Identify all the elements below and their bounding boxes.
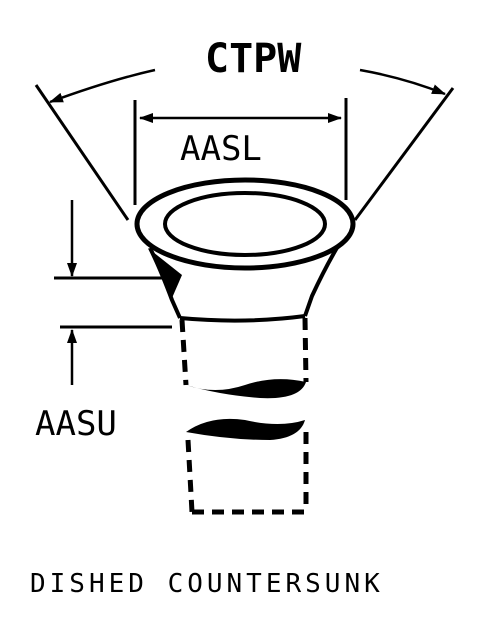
aasu-extension-lines <box>54 276 172 329</box>
shank-lower <box>185 432 309 515</box>
cone-shadow <box>148 248 182 298</box>
aasu-label: AASU <box>35 404 117 444</box>
shank-upper-break <box>186 379 306 399</box>
diagram-caption: DISHED COUNTERSUNK <box>30 569 384 599</box>
ctpw-angle-lines <box>34 84 455 221</box>
ctpw-dimension-arrows <box>49 68 446 104</box>
aasl-label: AASL <box>180 129 262 169</box>
head-inner-dish <box>163 191 327 257</box>
aasl-extension-lines <box>133 98 348 205</box>
ctpw-label: CTPW <box>205 36 302 82</box>
shank-upper <box>179 317 309 386</box>
shank-lower-break <box>186 418 305 440</box>
